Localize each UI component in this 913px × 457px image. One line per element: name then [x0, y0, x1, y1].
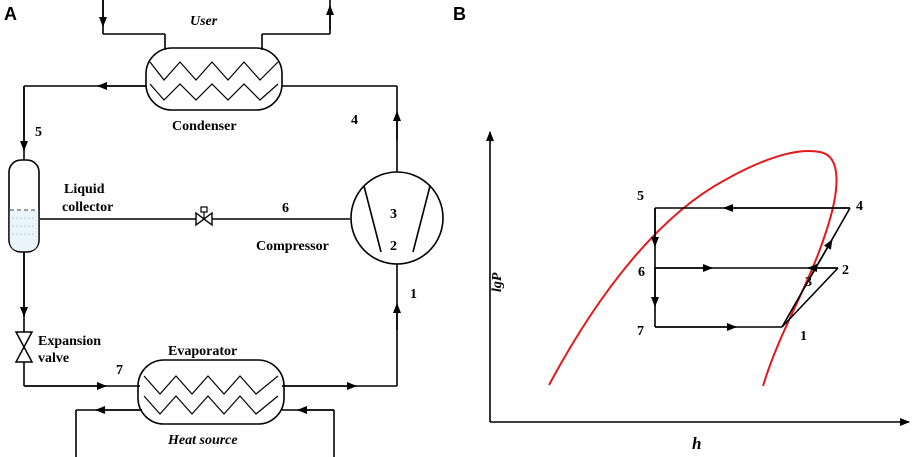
liquid-collector: [8, 159, 40, 253]
axes: [486, 131, 910, 426]
evaporator: [137, 359, 285, 425]
state-3-a: 3: [390, 207, 397, 222]
state-4-a: 4: [351, 113, 358, 128]
compressor: [350, 171, 444, 265]
panel-a-label: A: [4, 4, 17, 24]
state-1-a: 1: [410, 287, 417, 302]
state-2-a: 2: [390, 239, 397, 254]
state-5-b: 5: [637, 189, 644, 204]
expansion-valve-icon: [14, 331, 34, 363]
user-label: User: [190, 14, 218, 29]
evaporator-label: Evaporator: [168, 344, 237, 359]
state-7-a: 7: [116, 363, 123, 378]
liquid-collector-label-2: collector: [62, 200, 113, 215]
state-4-b: 4: [856, 199, 863, 214]
liquid-collector-label-1: Liquid: [64, 182, 105, 197]
panel-b-label: B: [453, 4, 466, 24]
state-6-b: 6: [638, 265, 645, 280]
refrigerant-loop: [20, 82, 401, 390]
expansion-valve-label-2: valve: [38, 351, 69, 366]
state-3-b: 3: [805, 275, 812, 290]
heat-source-label: Heat source: [167, 433, 238, 448]
cycle: [651, 204, 851, 331]
condenser-label: Condenser: [172, 119, 237, 134]
state-7-b: 7: [637, 324, 644, 339]
valve-icon: [195, 206, 213, 227]
heat-source-pipes: [75, 406, 335, 457]
compressor-label: Compressor: [256, 239, 329, 254]
y-axis-label: lgP: [490, 272, 505, 292]
state-2-b: 2: [842, 263, 849, 278]
condenser: [145, 47, 283, 111]
expansion-valve-label-1: Expansion: [38, 334, 101, 349]
saturation-curve: [548, 149, 838, 387]
state-6-a: 6: [282, 201, 289, 216]
user-pipes: [99, 0, 334, 50]
state-1-b: 1: [800, 329, 807, 344]
state-5-a: 5: [35, 125, 42, 140]
x-axis-label: h: [692, 434, 701, 453]
